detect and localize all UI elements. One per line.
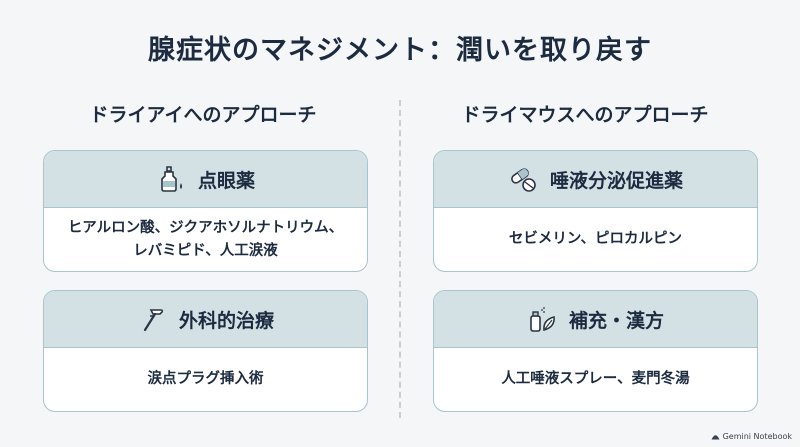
column-divider xyxy=(399,100,401,418)
card-body: ヒアルロン酸、ジクアホソルナトリウム、 レバミピド、人工涙液 xyxy=(44,208,367,271)
card-body: セビメリン、ピロカルピン xyxy=(434,208,757,271)
eye-drops-card: 点眼薬 ヒアルロン酸、ジクアホソルナトリウム、 レバミピド、人工涙液 xyxy=(43,150,368,272)
card-body: 涙点プラグ挿入術 xyxy=(44,348,367,411)
card-header: 唾液分泌促進薬 xyxy=(434,151,757,208)
card-title: 点眼薬 xyxy=(197,169,255,192)
surgical-treatment-card: 外科的治療 涙点プラグ挿入術 xyxy=(43,290,368,412)
card-text: 涙点プラグ挿入術 xyxy=(147,371,264,388)
dry-mouth-heading: ドライマウスへのアプローチ xyxy=(461,104,709,126)
eye-drops-icon xyxy=(156,164,186,194)
card-text: ヒアルロン酸、ジクアホソルナトリウム、 レバミピド、人工涙液 xyxy=(67,220,344,259)
card-text: セビメリン、ピロカルピン xyxy=(508,231,683,248)
spray-leaf-icon xyxy=(527,304,557,334)
dry-eye-heading: ドライアイへのアプローチ xyxy=(89,104,317,126)
saliva-secretion-drug-card: 唾液分泌促進薬 セビメリン、ピロカルピン xyxy=(433,150,758,272)
brand-watermark: Gemini Notebook xyxy=(711,432,792,441)
brand-name: Gemini Notebook xyxy=(722,432,792,441)
card-title: 補充・漢方 xyxy=(568,309,664,332)
card-title: 外科的治療 xyxy=(178,309,274,332)
card-header: 補充・漢方 xyxy=(434,291,757,348)
card-text: 人工唾液スプレー、麦門冬湯 xyxy=(501,371,690,388)
card-header: 外科的治療 xyxy=(44,291,367,348)
card-header: 点眼薬 xyxy=(44,151,367,208)
pills-icon xyxy=(508,164,538,194)
card-title: 唾液分泌促進薬 xyxy=(549,169,683,192)
brand-logo-icon xyxy=(711,435,720,440)
page-title: 腺症状のマネジメント：潤いを取り戻す xyxy=(148,35,652,66)
card-body: 人工唾液スプレー、麦門冬湯 xyxy=(434,348,757,411)
surgical-tool-icon xyxy=(137,304,167,334)
supplement-kampo-card: 補充・漢方 人工唾液スプレー、麦門冬湯 xyxy=(433,290,758,412)
